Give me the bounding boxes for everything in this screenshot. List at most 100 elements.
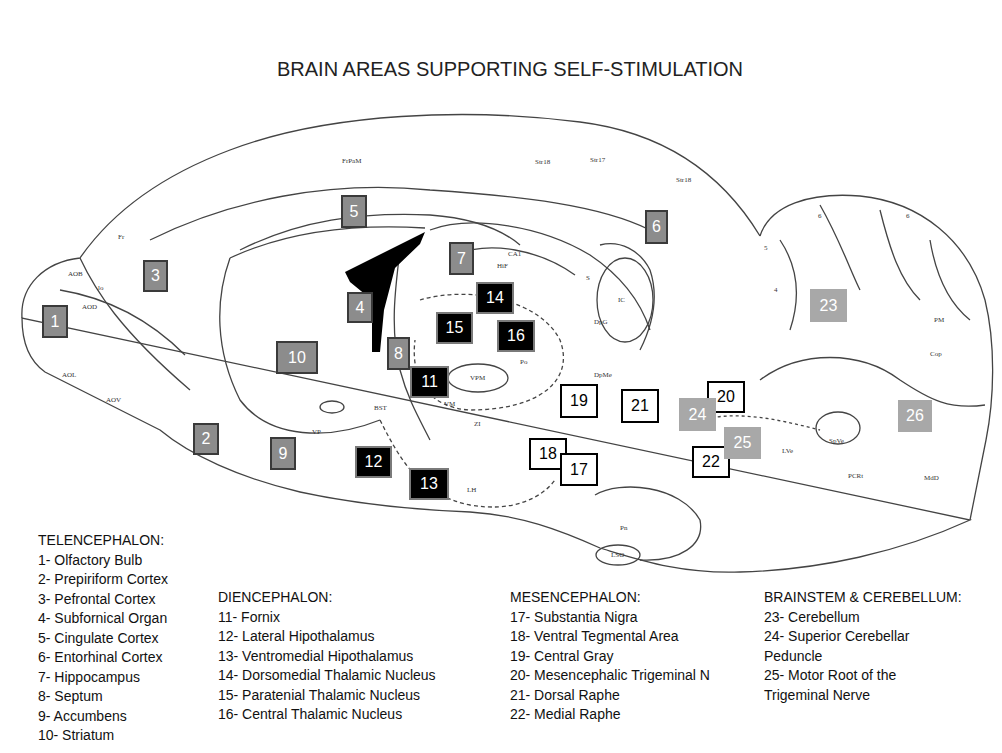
section-heading: BRAINSTEM & CEREBELLUM:: [764, 588, 962, 608]
region-box: 14: [476, 282, 514, 314]
callout-number: 14: [486, 289, 504, 307]
atlas-label: LVe: [782, 447, 793, 455]
region-box: 24: [679, 398, 716, 431]
cerebellar-base: [760, 358, 985, 407]
legend-column: MESENCEPHALON:17- Substantia Nigra18- Ve…: [510, 588, 710, 725]
callout-number: 15: [446, 319, 464, 337]
atlas-label: 6: [906, 212, 910, 220]
section-heading: TELENCEPHALON:: [38, 531, 168, 551]
callout-number: 23: [820, 297, 838, 315]
atlas-label: AOD: [82, 303, 97, 311]
region-box: 7: [449, 242, 474, 275]
atlas-label: 6: [818, 212, 822, 220]
callout-number: 17: [570, 461, 588, 479]
list-item: 22- Medial Raphe: [510, 705, 710, 725]
section-heading: DIENCEPHALON:: [218, 588, 436, 608]
callout-number: 21: [631, 397, 649, 415]
atlas-label: Str17: [590, 156, 605, 164]
legend-column: DIENCEPHALON:11- Fornix12- Lateral Hipot…: [218, 588, 436, 725]
cerebellar-folium: [820, 205, 860, 290]
inferior-colliculus: [597, 258, 653, 342]
callout-number: 5: [350, 203, 359, 221]
atlas-label: MdD: [924, 474, 939, 482]
atlas-label: 4: [774, 286, 778, 294]
atlas-label: Str18: [676, 176, 691, 184]
list-item: 11- Fornix: [218, 608, 436, 628]
callout-number: 18: [539, 445, 557, 463]
list-item: 17- Substantia Nigra: [510, 608, 710, 628]
atlas-label: LH: [467, 486, 476, 494]
region-box: 12: [355, 446, 392, 478]
list-item: 1- Olfactory Bulb: [38, 551, 168, 571]
brainstem-outline: [22, 318, 970, 572]
cortex-outline: [22, 115, 760, 318]
vpm-outline: [448, 364, 508, 392]
lso-outline: [596, 545, 640, 565]
atlas-label: AOL: [62, 371, 76, 379]
atlas-label: IC: [618, 296, 625, 304]
region-box: 4: [347, 292, 373, 323]
region-box: 1: [42, 305, 68, 338]
region-box: 19: [560, 384, 598, 418]
region-box: 10: [276, 341, 318, 374]
list-item: 9- Accumbens: [38, 707, 168, 727]
region-box: 13: [409, 468, 449, 500]
olfactory-boundary: [80, 258, 190, 390]
atlas-label: Str18: [535, 158, 550, 166]
atlas-label: 5: [764, 244, 768, 252]
atlas-label: PM: [934, 316, 944, 324]
atlas-label: BST: [374, 404, 387, 412]
list-item: 16- Central Thalamic Nucleus: [218, 705, 436, 725]
callout-number: 26: [906, 407, 924, 425]
list-item: 2- Prepiriform Cortex: [38, 570, 168, 590]
region-box: 6: [645, 210, 668, 244]
callout-number: 1: [51, 313, 60, 331]
list-item: 4- Subfornical Organ: [38, 609, 168, 629]
list-item: 7- Hippocampus: [38, 668, 168, 688]
callout-number: 22: [702, 453, 720, 471]
cerebellar-folium: [930, 240, 970, 320]
callout-number: 16: [507, 327, 525, 345]
callout-number: 6: [652, 218, 661, 236]
atlas-label: lo: [98, 284, 103, 292]
callout-number: 9: [279, 445, 288, 463]
list-item: 21- Dorsal Raphe: [510, 686, 710, 706]
region-box: 25: [724, 427, 761, 459]
callout-number: 13: [420, 475, 438, 493]
region-box: 21: [621, 389, 659, 423]
callout-number: 4: [356, 299, 365, 317]
region-box: 11: [410, 366, 449, 398]
list-item: 18- Ventral Tegmental Area: [510, 627, 710, 647]
list-item: 23- Cerebellum: [764, 608, 934, 628]
callout-number: 20: [717, 388, 735, 406]
region-box: 15: [436, 312, 473, 344]
atlas-label: AOV: [106, 396, 121, 404]
list-item: 6- Entorhinal Cortex: [38, 648, 168, 668]
legend-column: TELENCEPHALON:1- Olfactory Bulb2- Prepir…: [38, 531, 168, 746]
pons-outline: [595, 487, 701, 560]
lateral-ventricle: [345, 232, 425, 352]
callout-number: 3: [151, 267, 160, 285]
callout-number: 19: [570, 392, 588, 410]
region-box: 17: [560, 453, 598, 486]
atlas-label: ZI: [474, 420, 481, 428]
spve-outline: [816, 412, 860, 444]
callout-number: 12: [365, 453, 383, 471]
list-item: 5- Cingulate Cortex: [38, 629, 168, 649]
atlas-label: DpMe: [594, 371, 612, 379]
list-item: 14- Dorsomedial Thalamic Nucleus: [218, 666, 436, 686]
callout-number: 24: [689, 406, 707, 424]
cerebellum-outline: [760, 195, 993, 520]
region-box: 9: [270, 437, 296, 470]
atlas-label: VP: [312, 428, 321, 436]
fornix-tract: [394, 250, 430, 440]
atlas-label: Pn: [620, 524, 627, 532]
list-item: 19- Central Gray: [510, 647, 710, 667]
title: BRAIN AREAS SUPPORTING SELF-STIMULATION: [277, 58, 743, 81]
legend-column: BRAINSTEM & CEREBELLUM:23- Cerebellum24-…: [764, 588, 962, 705]
atlas-label: HiF: [497, 262, 508, 270]
list-item: 25- Motor Root of the Trigeminal Nerve: [764, 666, 934, 705]
atlas-label: SpVe: [829, 437, 844, 445]
list-item: 10- Striatum: [38, 726, 168, 746]
list-item: 15- Paratenial Thalamic Nucleus: [218, 686, 436, 706]
